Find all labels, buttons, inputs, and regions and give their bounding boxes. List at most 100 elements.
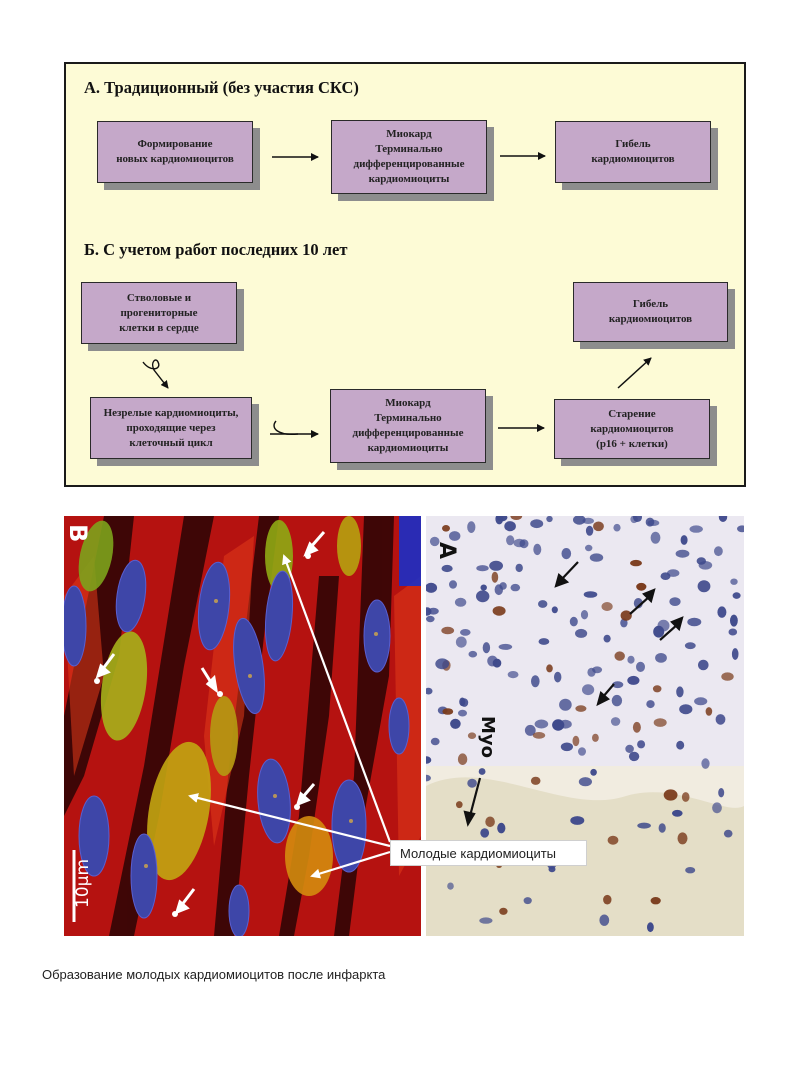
histology-nucleus [530, 519, 544, 529]
histology-nucleus [669, 597, 681, 606]
histology-nucleus [450, 718, 461, 729]
histology-nucleus [677, 832, 688, 845]
histology-nucleus [593, 521, 604, 532]
histology-nucleus [585, 544, 593, 552]
histology-nucleus [701, 758, 710, 769]
histology-nucleus [689, 525, 703, 533]
histology-nucleus [467, 521, 476, 533]
box-stem-progenitor-cells: Стволовые и прогениторные клетки в сердц… [81, 282, 237, 344]
histology-nucleus [717, 606, 727, 618]
histology-nucleus [510, 516, 523, 520]
histology-nucleus [575, 628, 588, 638]
box-cardiomyocyte-senescence: Старение кардиомиоцитов (p16 + клетки) [554, 399, 710, 459]
histology-nucleus [714, 546, 723, 557]
histology-nucleus [636, 582, 647, 591]
histology-nucleus [633, 516, 642, 522]
histology-nucleus [455, 636, 467, 648]
fluorescence-image: B [64, 516, 421, 936]
box-immature-cardiomyocytes: Незрелые кардиомиоциты, проходящие через… [90, 397, 252, 459]
histology-nucleus [650, 897, 661, 905]
histology-nucleus [684, 642, 696, 650]
heading-recent-research: Б. С учетом работ последних 10 лет [84, 240, 348, 259]
histology-nucleus [723, 829, 733, 838]
histology-nucleus [587, 667, 596, 677]
histology-nucleus [468, 650, 478, 658]
histology-micrograph: A Myo [426, 516, 744, 936]
histology-nucleus [637, 822, 651, 829]
histology-nucleus [551, 606, 558, 614]
histology-nucleus [510, 583, 521, 592]
histology-nucleus [575, 705, 587, 712]
histology-nucleus [728, 628, 738, 636]
histology-nucleus [456, 801, 463, 809]
histology-nucleus [672, 809, 683, 817]
histology-nucleus [731, 648, 739, 660]
histology-nucleus [560, 742, 573, 752]
histology-nucleus [603, 634, 611, 643]
histology-nucleus [679, 704, 693, 715]
histology-nucleus [495, 516, 504, 525]
histology-nucleus [718, 516, 728, 522]
histology-nucleus [426, 582, 438, 593]
histology-nucleus [530, 776, 541, 785]
box-myocardium-b: Миокард Терминально дифференцированные к… [330, 389, 486, 463]
histology-nucleus [430, 737, 440, 746]
myo-label: Myo [477, 716, 498, 758]
box-cardiomyocyte-death-b: Гибель кардиомиоцитов [573, 282, 728, 342]
histology-nucleus [681, 792, 690, 802]
figure-caption: Образование молодых кардиомиоцитов после… [42, 967, 386, 982]
histology-nucleus [732, 592, 741, 599]
histology-nucleus [737, 525, 744, 533]
histology-nucleus [592, 733, 599, 742]
histology-nucleus [480, 584, 487, 591]
histology-nucleus [523, 897, 532, 905]
histology-nucleus [492, 606, 506, 616]
histology-nucleus [625, 744, 634, 753]
histology-nucleus [531, 675, 540, 688]
histology-nucleus [680, 535, 688, 545]
histology-nucleus [534, 719, 549, 729]
histology-nucleus [559, 698, 572, 711]
histology-nucleus [687, 617, 702, 627]
histology-nucleus [457, 753, 468, 765]
histology-nucleus [499, 582, 507, 590]
diagram-arrows [142, 152, 652, 438]
histology-nucleus [630, 559, 642, 567]
histology-nucleus [607, 835, 619, 845]
histology-nucleus [582, 684, 595, 696]
histology-nucleus [426, 756, 432, 764]
heading-traditional: А. Традиционный (без участия СКС) [84, 78, 359, 97]
fluorescence-micrograph: B [64, 516, 421, 936]
histology-nucleus [476, 565, 489, 572]
histology-nucleus [721, 672, 734, 681]
histology-nucleus [478, 768, 486, 775]
box-cardiomyocyte-death-a: Гибель кардиомиоцитов [555, 121, 711, 183]
histology-nucleus [675, 549, 690, 558]
histology-nucleus [653, 718, 667, 727]
histology-nucleus [628, 751, 640, 762]
histology-nucleus [507, 671, 519, 679]
histology-nucleus [627, 675, 640, 685]
histology-nucleus [590, 768, 597, 776]
histology-nucleus [580, 610, 589, 620]
histology-nucleus [697, 580, 711, 593]
histology-nucleus [485, 816, 495, 828]
histology-nucleus [658, 823, 666, 833]
histology-nucleus [647, 519, 660, 526]
histology-nucleus [620, 610, 632, 621]
histology-nucleus [663, 789, 678, 801]
histology-nucleus [442, 525, 450, 532]
histology-nucleus [611, 694, 623, 707]
histology-nucleus [685, 867, 696, 874]
histology-nucleus [458, 709, 467, 717]
histology-nucleus [441, 564, 453, 573]
histology-nucleus [650, 531, 661, 544]
histology-nucleus [613, 523, 621, 532]
histology-nucleus [447, 882, 454, 890]
histology-nucleus [426, 687, 433, 695]
histology-nucleus [546, 664, 553, 673]
arrow-b-curl-down [142, 359, 169, 389]
histology-nucleus [515, 563, 523, 573]
histology-nucleus [552, 719, 565, 731]
histology-nucleus [647, 922, 654, 933]
